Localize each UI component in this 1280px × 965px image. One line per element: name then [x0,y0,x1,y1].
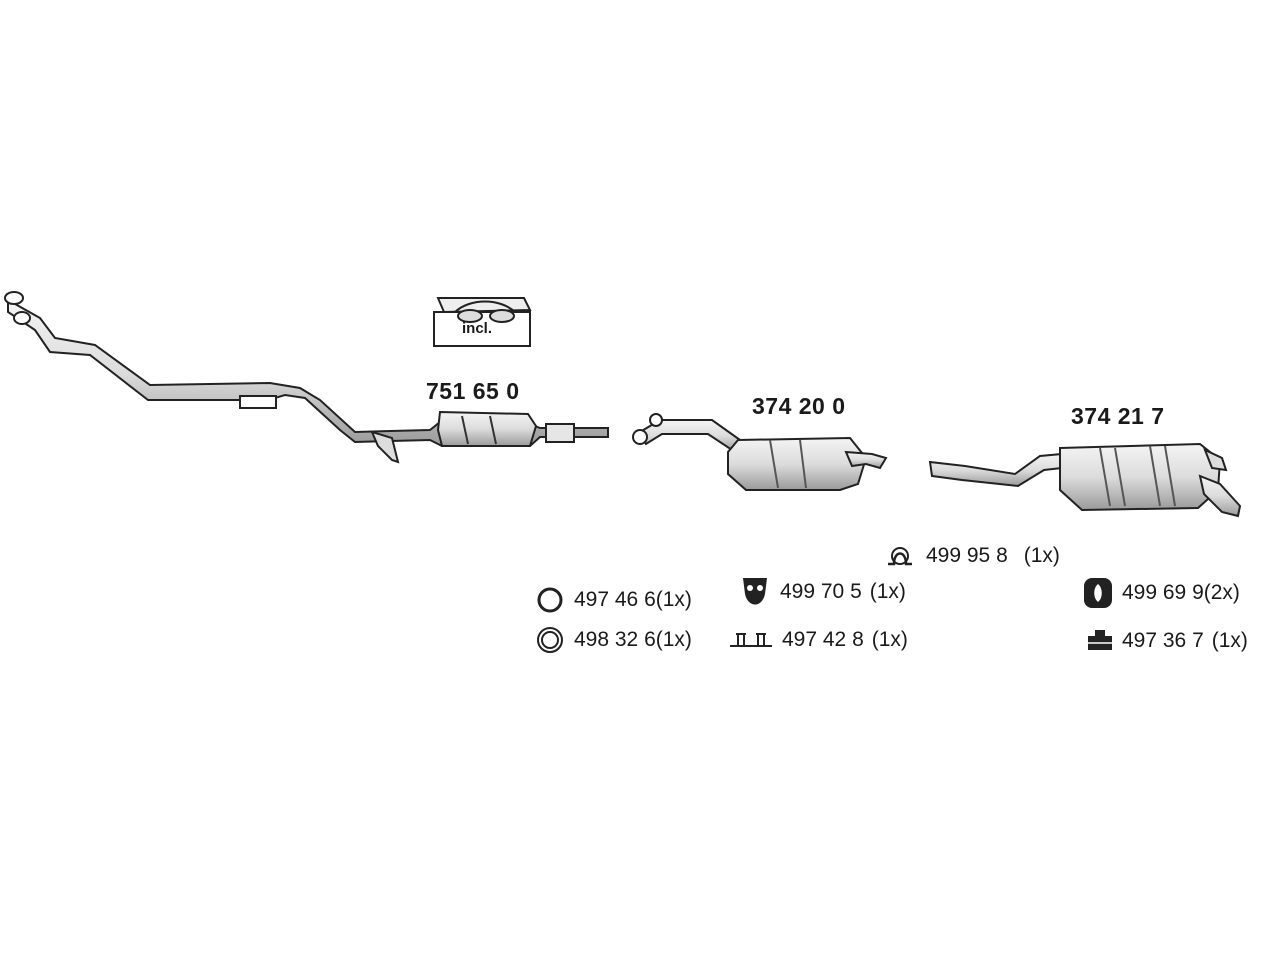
part-number-374217: 374 21 7 [1071,403,1165,429]
clamp-icon [888,547,912,566]
part-number-751650: 751 65 0 [426,378,520,404]
accessory-qty: (1x) [655,628,692,651]
accessory-code: 497 46 6 [574,588,656,611]
accessory-qty: (1x) [1211,629,1248,652]
accessory-code: 497 36 7 [1122,629,1204,652]
accessory-qty: (1x) [869,580,906,603]
accessory-item: 497 36 7 (1x) [1086,628,1248,654]
accessory-code: 499 95 8 [926,544,1008,567]
accessory-item: 497 42 8 (1x) [728,628,908,652]
accessory-qty: (1x) [655,588,692,611]
bolt-kit-icon [730,633,772,647]
seal-ring-icon [537,587,563,613]
rubber-hanger-icon [743,578,767,605]
middle-silencer [632,413,888,491]
accessory-item: 497 46 6 (1x) [536,586,692,614]
rubber-mount-icon [1084,578,1112,608]
accessory-code: 498 32 6 [574,628,656,651]
kit-box [433,297,532,347]
accessory-item: 499 69 9 (2x) [1082,576,1240,610]
bracket-icon [1088,630,1112,650]
part-number-374200: 374 20 0 [752,393,846,419]
accessory-code: 497 42 8 [782,628,864,651]
accessory-qty: (2x) [1203,581,1240,604]
accessory-item: 498 32 6 (1x) [536,626,692,654]
rear-silencer [928,442,1242,518]
accessory-code: 499 70 5 [780,580,862,603]
gasket-ring-icon [537,627,563,653]
kit-label: incl. [462,320,493,337]
front-pipe-catalytic-converter [4,291,609,464]
accessory-item: 499 95 8 (1x) [884,544,1060,568]
accessory-code: 499 69 9 [1122,581,1204,604]
accessory-qty: (1x) [1023,544,1060,567]
accessory-qty: (1x) [871,628,908,651]
accessory-item: 499 70 5 (1x) [740,574,906,610]
